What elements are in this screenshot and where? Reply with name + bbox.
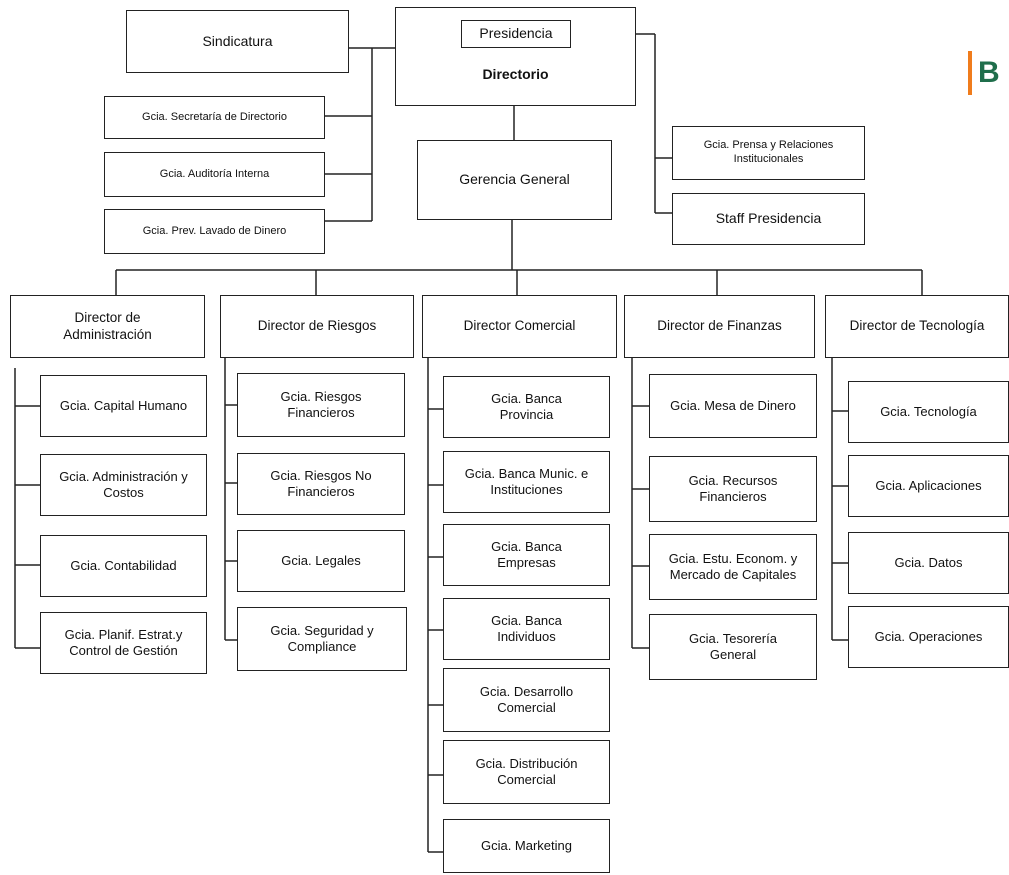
unit-capital-humano: Gcia. Capital Humano xyxy=(40,375,207,437)
unit-seguridad-compliance: Gcia. Seguridad y Compliance xyxy=(237,607,407,671)
presidencia-box: Presidencia xyxy=(461,20,571,48)
director-finanzas: Director de Finanzas xyxy=(624,295,815,358)
directorio-label: Directorio xyxy=(482,66,549,82)
unit-riesgos-financieros: Gcia. Riesgos Financieros xyxy=(237,373,405,437)
unit-contabilidad: Gcia. Contabilidad xyxy=(40,535,207,597)
unit-planif-estrat: Gcia. Planif. Estrat.y Control de Gestió… xyxy=(40,612,207,674)
staff-presidencia-box: Staff Presidencia xyxy=(672,193,865,245)
bank-logo: B xyxy=(968,50,1000,96)
unit-banca-municipios: Gcia. Banca Munic. e Instituciones xyxy=(443,451,610,513)
unit-marketing: Gcia. Marketing xyxy=(443,819,610,873)
unit-mesa-dinero: Gcia. Mesa de Dinero xyxy=(649,374,817,438)
director-administracion: Director de Administración xyxy=(10,295,205,358)
auditoria-interna-box: Gcia. Auditoría Interna xyxy=(104,152,325,197)
unit-tesoreria-general: Gcia. Tesorería General xyxy=(649,614,817,680)
unit-distribucion-comercial: Gcia. Distribución Comercial xyxy=(443,740,610,804)
unit-administracion-costos: Gcia. Administración y Costos xyxy=(40,454,207,516)
unit-datos: Gcia. Datos xyxy=(848,532,1009,594)
secretaria-directorio-box: Gcia. Secretaría de Directorio xyxy=(104,96,325,139)
logo-bar xyxy=(968,51,972,95)
unit-tecnologia: Gcia. Tecnología xyxy=(848,381,1009,443)
unit-estudios-economicos: Gcia. Estu. Econom. y Mercado de Capital… xyxy=(649,534,817,600)
prensa-relaciones-box: Gcia. Prensa y Relaciones Institucionale… xyxy=(672,126,865,180)
sindicatura-box: Sindicatura xyxy=(126,10,349,73)
logo-text: B xyxy=(978,56,1000,89)
gerencia-general-box: Gerencia General xyxy=(417,140,612,220)
lavado-dinero-box: Gcia. Prev. Lavado de Dinero xyxy=(104,209,325,254)
unit-operaciones: Gcia. Operaciones xyxy=(848,606,1009,668)
director-riesgos: Director de Riesgos xyxy=(220,295,414,358)
unit-banca-individuos: Gcia. Banca Individuos xyxy=(443,598,610,660)
unit-desarrollo-comercial: Gcia. Desarrollo Comercial xyxy=(443,668,610,732)
unit-banca-provincia: Gcia. Banca Provincia xyxy=(443,376,610,438)
director-tecnologia: Director de Tecnología xyxy=(825,295,1009,358)
unit-legales: Gcia. Legales xyxy=(237,530,405,592)
director-comercial: Director Comercial xyxy=(422,295,617,358)
unit-banca-empresas: Gcia. Banca Empresas xyxy=(443,524,610,586)
unit-riesgos-no-financieros: Gcia. Riesgos No Financieros xyxy=(237,453,405,515)
unit-aplicaciones: Gcia. Aplicaciones xyxy=(848,455,1009,517)
unit-recursos-financieros: Gcia. Recursos Financieros xyxy=(649,456,817,522)
